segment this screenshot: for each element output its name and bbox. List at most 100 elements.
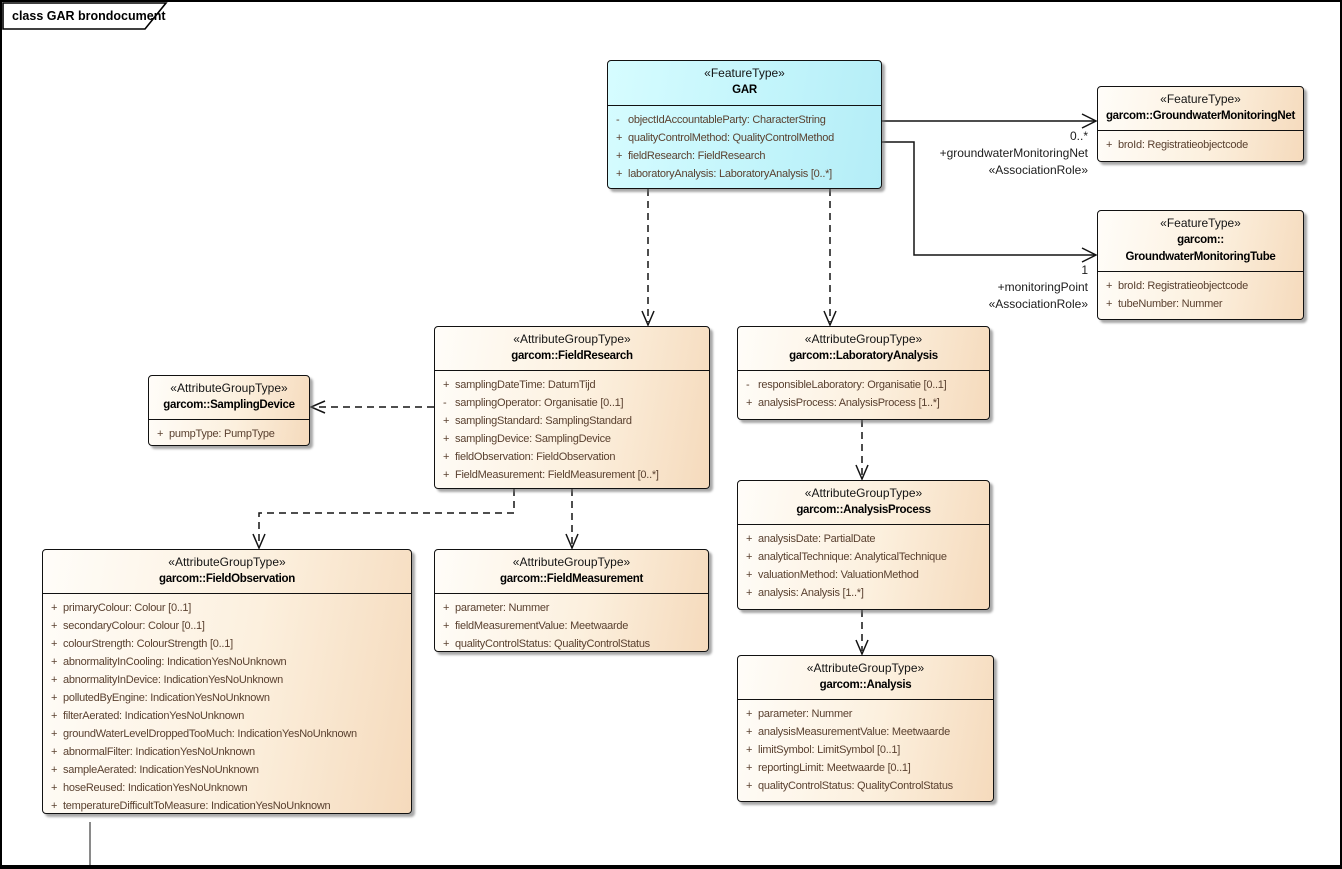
class-header: «FeatureType» garcom:: GroundwaterMonito… [1098, 211, 1303, 272]
attributes-compartment: + parameter: Nummer + analysisMeasuremen… [738, 700, 993, 795]
attribute-row[interactable]: + fieldObservation: FieldObservation [435, 448, 709, 466]
class-name-label: garcom::FieldMeasurement [500, 573, 643, 585]
attribute-row[interactable]: + analysisMeasurementValue: Meetwaarde [738, 723, 993, 741]
attribute-row[interactable]: + qualityControlStatus: QualityControlSt… [738, 777, 993, 795]
attribute-row[interactable]: + pollutedByEngine: IndicationYesNoUnkno… [43, 689, 411, 707]
attribute-row[interactable]: + analysisDate: PartialDate [738, 530, 989, 548]
attribute-row[interactable]: + parameter: Nummer [738, 705, 993, 723]
attribute-row[interactable]: + samplingDateTime: DatumTijd [435, 376, 709, 394]
attribute-row[interactable]: + analyticalTechnique: AnalyticalTechniq… [738, 548, 989, 566]
class-box-fieldobservation[interactable]: «AttributeGroupType» garcom::FieldObserv… [42, 549, 412, 814]
stereotype-label: «FeatureType» [1160, 216, 1241, 230]
attribute-text: filterAerated: IndicationYesNoUnknown [63, 710, 245, 722]
dependency-fieldresearch-fieldobservation[interactable] [252, 489, 515, 550]
visibility-marker: + [746, 762, 753, 774]
visibility-marker: + [443, 451, 450, 463]
attribute-row[interactable]: + samplingStandard: SamplingStandard [435, 412, 709, 430]
class-box-laboratoryanalysis[interactable]: «AttributeGroupType» garcom::LaboratoryA… [737, 326, 990, 420]
attribute-text: tubeNumber: Nummer [1118, 298, 1223, 310]
attribute-text: broId: Registratieobjectcode [1118, 139, 1248, 151]
attribute-row[interactable]: + analysis: Analysis [1..*] [738, 584, 989, 602]
class-box-analysis[interactable]: «AttributeGroupType» garcom::Analysis + … [737, 655, 994, 802]
dependency-gar-laboratoryanalysis[interactable] [823, 189, 837, 327]
association-gar-net[interactable] [882, 113, 1098, 129]
open-arrowhead [309, 400, 326, 414]
dependency-fieldresearch-samplingdevice[interactable] [309, 400, 434, 414]
attribute-row[interactable]: + broId: Registratieobjectcode [1098, 277, 1303, 295]
attribute-row[interactable]: + colourStrength: ColourStrength [0..1] [43, 635, 411, 653]
open-arrowhead [855, 464, 869, 481]
attribute-text: pollutedByEngine: IndicationYesNoUnknown [63, 692, 270, 704]
attribute-row[interactable]: - responsibleLaboratory: Organisatie [0.… [738, 376, 989, 394]
dependency-analysisprocess-analysis[interactable] [855, 610, 869, 656]
attribute-row[interactable]: + FieldMeasurement: FieldMeasurement [0.… [435, 466, 709, 484]
visibility-marker: + [51, 638, 58, 650]
visibility-marker: + [443, 379, 450, 391]
attributes-compartment: + pumpType: PumpType [149, 420, 309, 443]
class-box-fieldresearch[interactable]: «AttributeGroupType» garcom::FieldResear… [434, 326, 710, 489]
attribute-row[interactable]: + secondaryColour: Colour [0..1] [43, 617, 411, 635]
attribute-text: fieldMeasurementValue: Meetwaarde [455, 620, 629, 632]
attribute-row[interactable]: + primaryColour: Colour [0..1] [43, 599, 411, 617]
visibility-marker: + [51, 782, 58, 794]
attributes-compartment: + analysisDate: PartialDate + analytical… [738, 525, 989, 602]
class-header: «AttributeGroupType» garcom::FieldMeasur… [435, 550, 708, 594]
class-box-samplingdevice[interactable]: «AttributeGroupType» garcom::SamplingDev… [148, 375, 310, 446]
attributes-compartment: + parameter: Nummer + fieldMeasurementVa… [435, 594, 708, 653]
attribute-row[interactable]: + hoseReused: IndicationYesNoUnknown [43, 779, 411, 797]
attribute-row[interactable]: + laboratoryAnalysis: LaboratoryAnalysis… [608, 165, 881, 183]
attribute-row[interactable]: + sampleAerated: IndicationYesNoUnknown [43, 761, 411, 779]
attribute-row[interactable]: + broId: Registratieobjectcode [1098, 136, 1303, 154]
attribute-row[interactable]: + tubeNumber: Nummer [1098, 295, 1303, 313]
attribute-text: reportingLimit: Meetwaarde [0..1] [758, 762, 911, 774]
attributes-compartment: + broId: Registratieobjectcode + tubeNum… [1098, 272, 1303, 313]
attribute-text: qualityControlStatus: QualityControlStat… [758, 780, 953, 792]
attribute-row[interactable]: + samplingDevice: SamplingDevice [435, 430, 709, 448]
visibility-marker: + [616, 132, 623, 144]
attribute-row[interactable]: + abnormalityInDevice: IndicationYesNoUn… [43, 671, 411, 689]
visibility-marker: + [746, 551, 753, 563]
attribute-row[interactable]: - objectIdAccountableParty: CharacterStr… [608, 111, 881, 129]
attribute-row[interactable]: + reportingLimit: Meetwaarde [0..1] [738, 759, 993, 777]
attribute-row[interactable]: + fieldMeasurementValue: Meetwaarde [435, 617, 708, 635]
association-stereotype-label: «AssociationRole» [988, 163, 1088, 177]
attribute-row[interactable]: + groundWaterLevelDroppedTooMuch: Indica… [43, 725, 411, 743]
attribute-row[interactable]: + temperatureDifficultToMeasure: Indicat… [43, 797, 411, 815]
attribute-row[interactable]: + valuationMethod: ValuationMethod [738, 566, 989, 584]
class-header: «FeatureType» garcom::GroundwaterMonitor… [1098, 87, 1303, 131]
visibility-marker: + [443, 415, 450, 427]
attribute-row[interactable]: - samplingOperator: Organisatie [0..1] [435, 394, 709, 412]
stereotype-label: «AttributeGroupType» [168, 555, 286, 569]
class-header: «AttributeGroupType» garcom::LaboratoryA… [738, 327, 989, 371]
attribute-row[interactable]: + limitSymbol: LimitSymbol [0..1] [738, 741, 993, 759]
attribute-text: valuationMethod: ValuationMethod [758, 569, 919, 581]
class-header: «AttributeGroupType» garcom::AnalysisPro… [738, 481, 989, 525]
visibility-marker: + [1106, 298, 1113, 310]
class-box-groundwatermonitoringnet[interactable]: «FeatureType» garcom::GroundwaterMonitor… [1097, 86, 1304, 162]
attribute-row[interactable]: + filterAerated: IndicationYesNoUnknown [43, 707, 411, 725]
visibility-marker: + [157, 428, 164, 440]
attribute-row[interactable]: + qualityControlStatus: QualityControlSt… [435, 635, 708, 653]
association-gar-tube[interactable] [882, 141, 1098, 263]
class-box-groundwatermonitoringtube[interactable]: «FeatureType» garcom:: GroundwaterMonito… [1097, 210, 1304, 320]
attribute-row[interactable]: + fieldResearch: FieldResearch [608, 147, 881, 165]
class-name-label: garcom::FieldObservation [159, 573, 295, 585]
attributes-compartment: + samplingDateTime: DatumTijd - sampling… [435, 371, 709, 484]
attribute-row[interactable]: + qualityControlMethod: QualityControlMe… [608, 129, 881, 147]
attribute-row[interactable]: + abnormalityInCooling: IndicationYesNoU… [43, 653, 411, 671]
class-box-fieldmeasurement[interactable]: «AttributeGroupType» garcom::FieldMeasur… [434, 549, 709, 652]
attribute-text: parameter: Nummer [455, 602, 550, 614]
attribute-row[interactable]: + abnormalFilter: IndicationYesNoUnknown [43, 743, 411, 761]
dependency-fieldresearch-fieldmeasurement[interactable] [565, 489, 579, 550]
dependency-gar-fieldresearch[interactable] [641, 189, 655, 327]
class-box-analysisprocess[interactable]: «AttributeGroupType» garcom::AnalysisPro… [737, 480, 990, 610]
dependency-line[interactable] [258, 489, 515, 545]
attribute-text: samplingDevice: SamplingDevice [455, 433, 611, 445]
association-line[interactable] [882, 141, 1095, 256]
attribute-row[interactable]: + pumpType: PumpType [149, 425, 309, 443]
visibility-marker: + [746, 708, 753, 720]
class-box-gar[interactable]: «FeatureType» GAR - objectIdAccountableP… [607, 60, 882, 189]
dependency-laboratoryanalysis-analysisprocess[interactable] [855, 420, 869, 481]
attribute-row[interactable]: + parameter: Nummer [435, 599, 708, 617]
attribute-row[interactable]: + analysisProcess: AnalysisProcess [1..*… [738, 394, 989, 412]
